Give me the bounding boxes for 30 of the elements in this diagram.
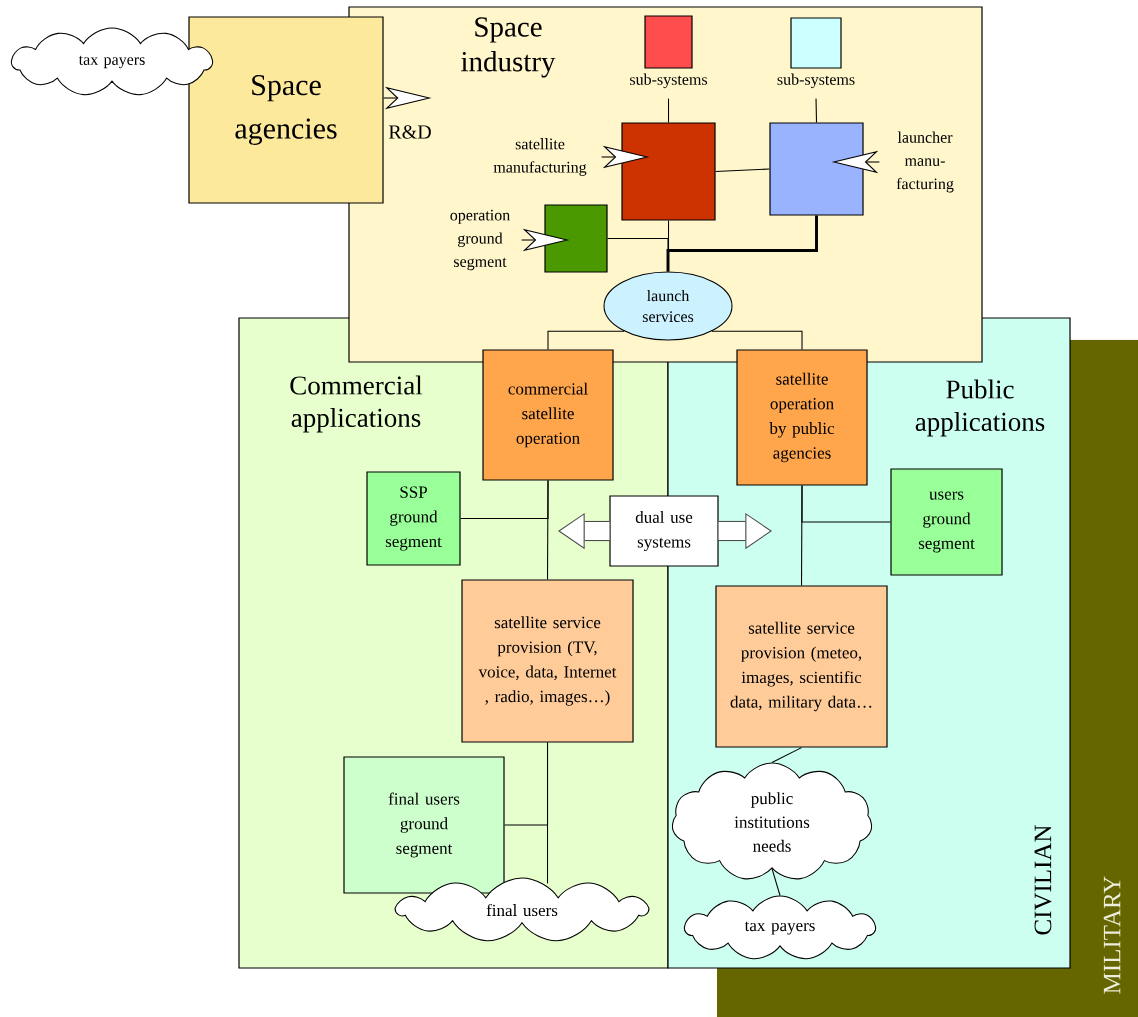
connector-line [607,237,669,272]
box-label: sub-systems [630,73,708,89]
box-label: sub-systems [777,73,855,89]
arrow-caption: launcher manu- facturing [896,131,954,193]
connector-line [800,485,803,586]
connector-line [547,330,625,350]
provision-box: satellite service provision (TV, voice, data, Internet , radio, images…) [461,579,634,743]
manufacturing-box [621,122,716,221]
operation-box: satellite operation by public agencies [736,349,868,486]
ground-segment-box: users ground segment [890,468,1003,576]
connector-line [546,742,549,884]
connector-line [771,747,803,763]
connector-line [771,868,781,896]
connector-line [715,168,770,173]
operation-box [544,204,608,273]
vertical-label: MILITARY [1103,876,1121,994]
arrow-caption: operation ground segment [450,209,510,271]
connector-line [815,98,818,123]
manufacturing-box [769,122,864,216]
provision-box: satellite service provision (meteo, images, scientific data, military data… [715,585,888,748]
connector-line [711,330,803,350]
agency-box: Space agencies [188,16,384,204]
ground-segment-box: SSP ground segment [366,471,461,566]
operation-box: commercial satellite operation [482,349,614,481]
connector-line [667,98,670,123]
edge-label: R&D [388,125,431,139]
arrow-caption: satellite manufacturing [493,138,587,176]
ground-segment-box: final users ground segment [343,756,505,894]
connector-line [546,480,549,580]
dual-use-box: dual use systems [609,495,719,567]
